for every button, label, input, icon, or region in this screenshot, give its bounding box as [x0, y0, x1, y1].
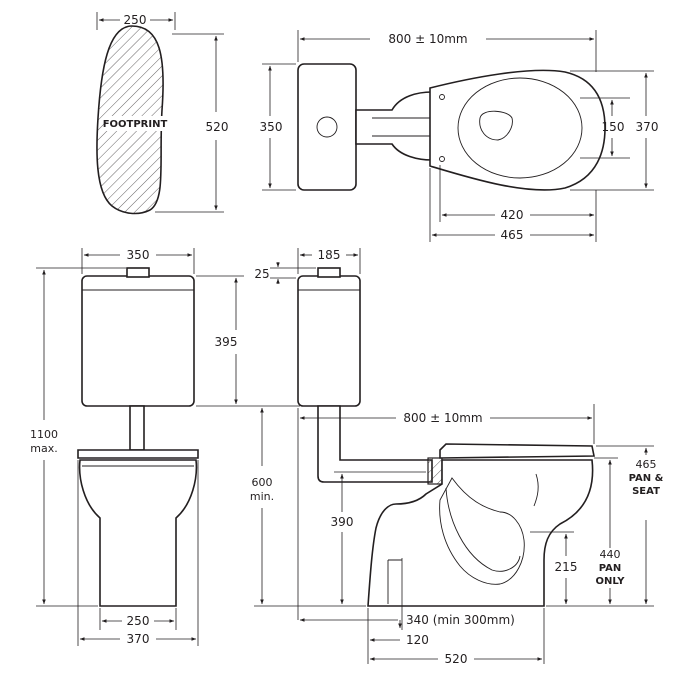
footprint-view: FOOTPRINT 250 520: [96, 12, 229, 215]
side-overall-length-dim: 800 ± 10mm: [403, 411, 482, 425]
footprint-width-dim: 250: [124, 13, 147, 27]
side-cistern: [297, 275, 361, 407]
side-cistern-depth-dim: 185: [318, 248, 341, 262]
front-seat: [77, 449, 199, 459]
front-view: 350 395 1100 max. 250 370: [30, 248, 300, 646]
footprint-length-dim: 520: [206, 120, 229, 134]
side-pan-only-note-1: PAN: [599, 563, 622, 574]
side-cistern-height-value: 600: [252, 476, 273, 489]
top-overall-length-dim: 800 ± 10mm: [388, 32, 467, 46]
top-pan-length-dim: 465: [501, 228, 524, 242]
front-overall-height-dim: 1100: [30, 428, 58, 441]
front-overall-height-note: max.: [30, 442, 57, 455]
side-pan-seat-note-2: SEAT: [632, 486, 660, 497]
top-pan-width-dim: 370: [636, 120, 659, 134]
footprint-label: FOOTPRINT: [103, 119, 168, 130]
front-cistern-width-dim: 350: [127, 248, 150, 262]
flush-button-icon: [316, 116, 338, 138]
front-cistern-height-dim: 395: [215, 335, 238, 349]
side-pan-only-value: 440: [600, 548, 621, 561]
side-pipe-connector: [427, 457, 443, 485]
top-view: 800 ± 10mm 350 150 370 420 465: [260, 30, 659, 242]
side-pan-only-note-2: ONLY: [596, 576, 626, 587]
side-view: 185 25 800 ± 10mm 600 min. 390 465 PAN &…: [250, 248, 664, 666]
top-waterspot: [479, 110, 513, 141]
side-flush-pipe: [317, 405, 433, 483]
side-set-out-dim: 340 (min 300mm): [406, 613, 515, 627]
side-cistern-height-note: min.: [250, 490, 274, 503]
side-outlet-height-dim: 390: [331, 515, 354, 529]
front-flush-pipe: [129, 405, 145, 451]
top-flush-pipe: [355, 91, 433, 161]
front-cistern: [81, 275, 195, 407]
side-seat: [439, 443, 595, 459]
top-cistern-depth-dim: 350: [260, 120, 283, 134]
side-base-length-dim: 520: [445, 652, 468, 666]
side-trap-height-dim: 215: [555, 560, 578, 574]
top-seat-opening-dim: 150: [602, 120, 625, 134]
front-pan: [78, 459, 198, 607]
top-bowl: [457, 77, 583, 179]
front-pan-width-dim: 370: [127, 632, 150, 646]
front-base-width-dim: 250: [127, 614, 150, 628]
side-trap: [439, 477, 525, 585]
side-flush-button: [317, 267, 341, 278]
side-pan-seat-note-1: PAN &: [629, 473, 664, 484]
side-outlet-offset-dim: 120: [406, 633, 429, 647]
side-pan-seat-value: 465: [636, 458, 657, 471]
side-button-height-dim: 25: [254, 267, 269, 281]
top-bowl-length-dim: 420: [501, 208, 524, 222]
top-pan-seat: [429, 69, 606, 191]
top-cistern: [297, 63, 357, 191]
side-pan: [367, 459, 594, 607]
front-flush-button: [126, 267, 150, 278]
